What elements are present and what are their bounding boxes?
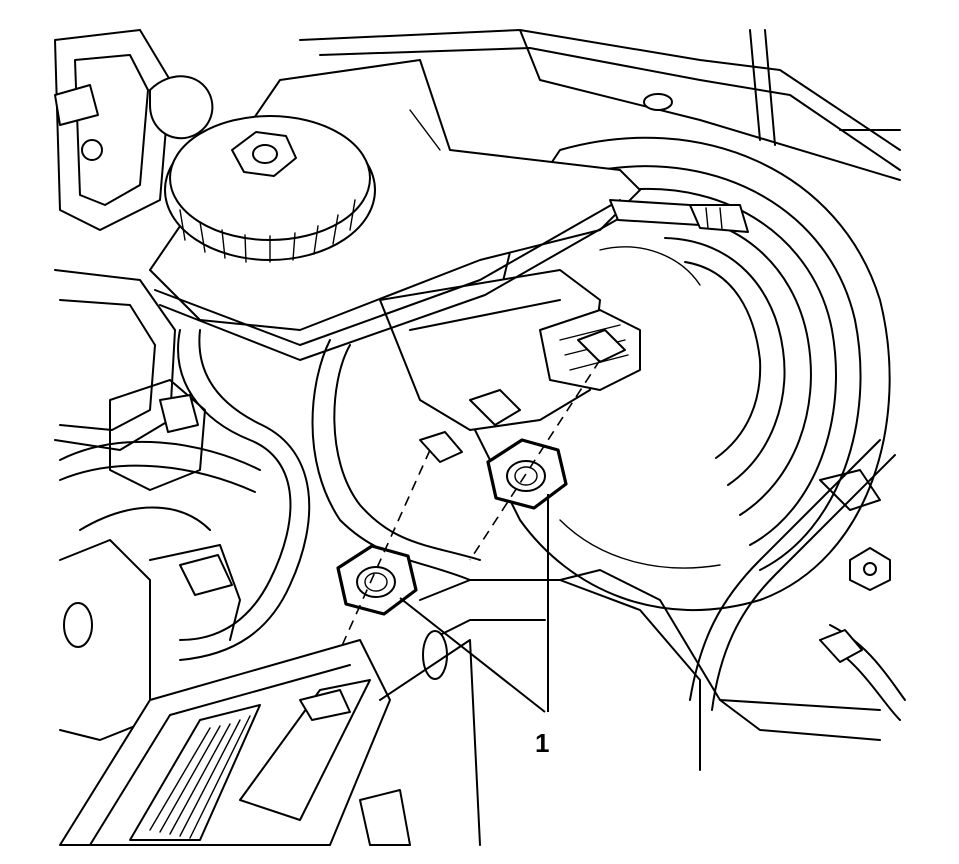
engine-bay-left xyxy=(54,29,241,741)
mounting-nut-right xyxy=(486,438,568,510)
callout-label-1: 1 xyxy=(535,728,549,758)
master-cylinder xyxy=(379,269,641,463)
brake-fluid-reservoir xyxy=(149,59,641,361)
control-module xyxy=(59,639,481,846)
brake-booster xyxy=(469,136,891,612)
cowl-panel xyxy=(299,29,901,181)
engine-bay-right xyxy=(819,469,891,663)
level-sensor-connector xyxy=(609,199,749,233)
mounting-nut-left xyxy=(336,544,418,616)
stud-centerlines xyxy=(339,359,601,651)
brake-lines xyxy=(59,329,906,721)
callout-leaders xyxy=(399,494,549,713)
